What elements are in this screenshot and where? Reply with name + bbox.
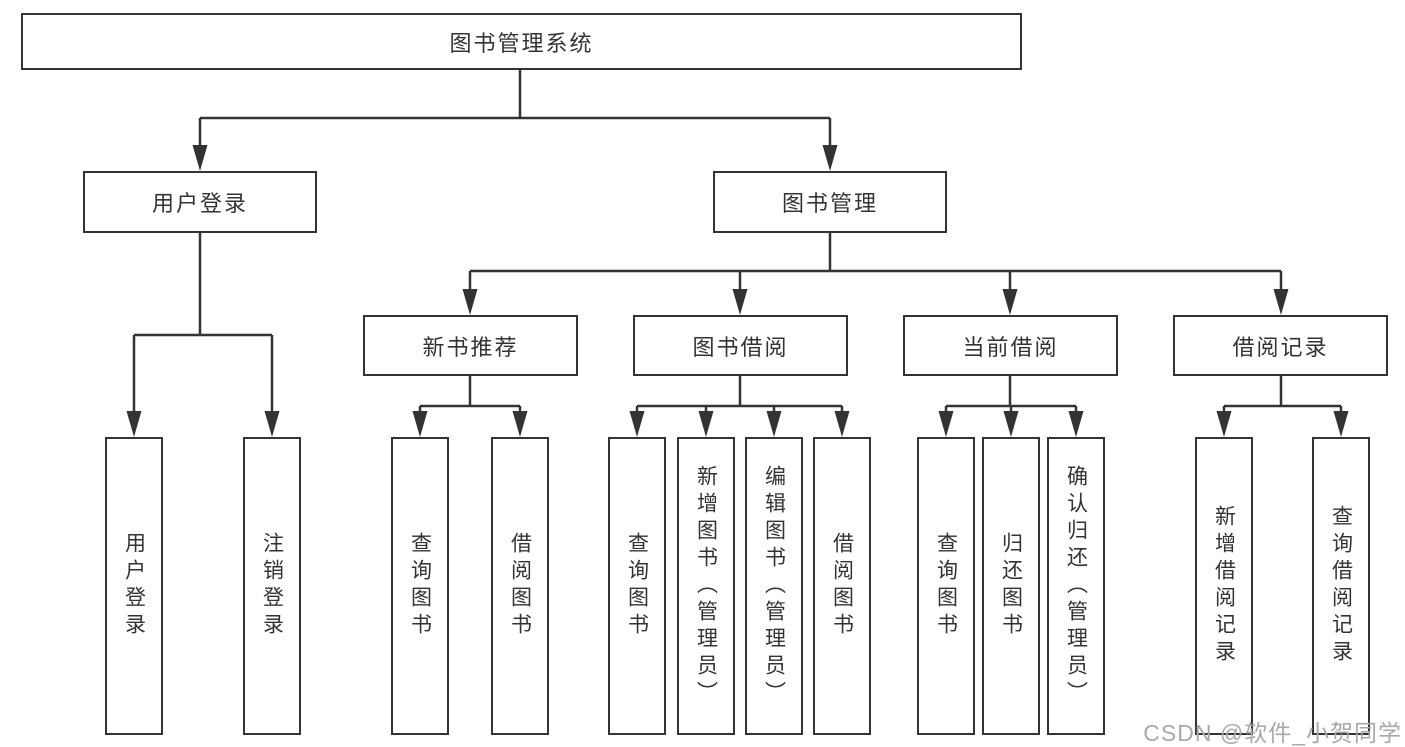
arrowhead [264,411,280,437]
leaf-current-confirm-return-admin: 确认归还（管理员） [1047,437,1105,735]
arrowhead [1068,411,1084,437]
arrowhead [512,411,528,437]
node-label: 用户登录 [122,532,146,640]
leaf-borrowing-borrow-books: 借阅图书 [813,437,871,735]
leaf-borrowing-query-books: 查询图书 [608,437,666,735]
node-book-management: 图书管理 [713,171,947,233]
node-label: 查询图书 [934,532,958,640]
node-book-borrowing: 图书借阅 [633,315,848,376]
arrowhead [412,411,428,437]
node-label: 用户登录 [151,191,248,216]
node-label: 借阅图书 [508,532,532,640]
leaf-records-add-record: 新增借阅记录 [1195,437,1253,735]
node-label: 查询图书 [625,532,649,640]
node-borrowing-records: 借阅记录 [1173,315,1388,376]
arrowhead [462,289,478,315]
arrowhead [192,145,208,171]
node-label: 图书借阅 [692,334,789,360]
csdn-watermark: CSDN @软件_小贺同学 [1143,720,1402,746]
arrowhead [822,145,838,171]
arrowhead [938,411,954,437]
node-new-book-recommend: 新书推荐 [363,315,578,376]
node-label: 借阅图书 [830,532,854,640]
leaf-recommend-query-books: 查询图书 [391,437,449,735]
leaf-logout: 注销登录 [243,437,301,735]
leaf-current-return-books: 归还图书 [982,437,1040,735]
node-user-login: 用户登录 [83,171,317,233]
connector-segments [132,70,1343,412]
node-label: 查询借阅记录 [1329,505,1353,667]
leaf-recommend-borrow-books: 借阅图书 [491,437,549,735]
arrowhead [834,411,850,437]
node-label: 确认归还（管理员） [1064,464,1088,708]
arrowhead [732,289,748,315]
node-current-borrowing: 当前借阅 [903,315,1118,376]
node-label: 新增图书（管理员） [694,464,718,708]
arrowhead [1003,411,1019,437]
node-label: 查询图书 [408,532,432,640]
node-label: 编辑图书（管理员） [762,464,786,708]
node-label: 图书管理 [781,191,878,216]
node-library-system: 图书管理系统 [21,13,1022,70]
node-label: 借阅记录 [1232,334,1329,360]
arrowhead [126,411,142,437]
node-label: 新增借阅记录 [1212,505,1236,667]
leaf-user-login: 用户登录 [105,437,163,735]
node-label: 当前借阅 [962,334,1059,360]
arrowheads [126,145,1349,437]
leaf-borrowing-edit-books-admin: 编辑图书（管理员） [745,437,803,735]
node-label: 新书推荐 [422,334,519,360]
node-label: 图书管理系统 [449,30,594,56]
leaf-records-query-record: 查询借阅记录 [1312,437,1370,735]
arrowhead [1273,289,1289,315]
arrowhead [1333,411,1349,437]
leaf-current-query-books: 查询图书 [917,437,975,735]
arrowhead [1002,289,1018,315]
arrowhead [766,411,782,437]
arrowhead [629,411,645,437]
arrowhead [1216,411,1232,437]
arrowhead [698,411,714,437]
leaf-borrowing-add-books-admin: 新增图书（管理员） [677,437,735,735]
node-label: 归还图书 [999,532,1023,640]
node-label: 注销登录 [260,532,284,640]
